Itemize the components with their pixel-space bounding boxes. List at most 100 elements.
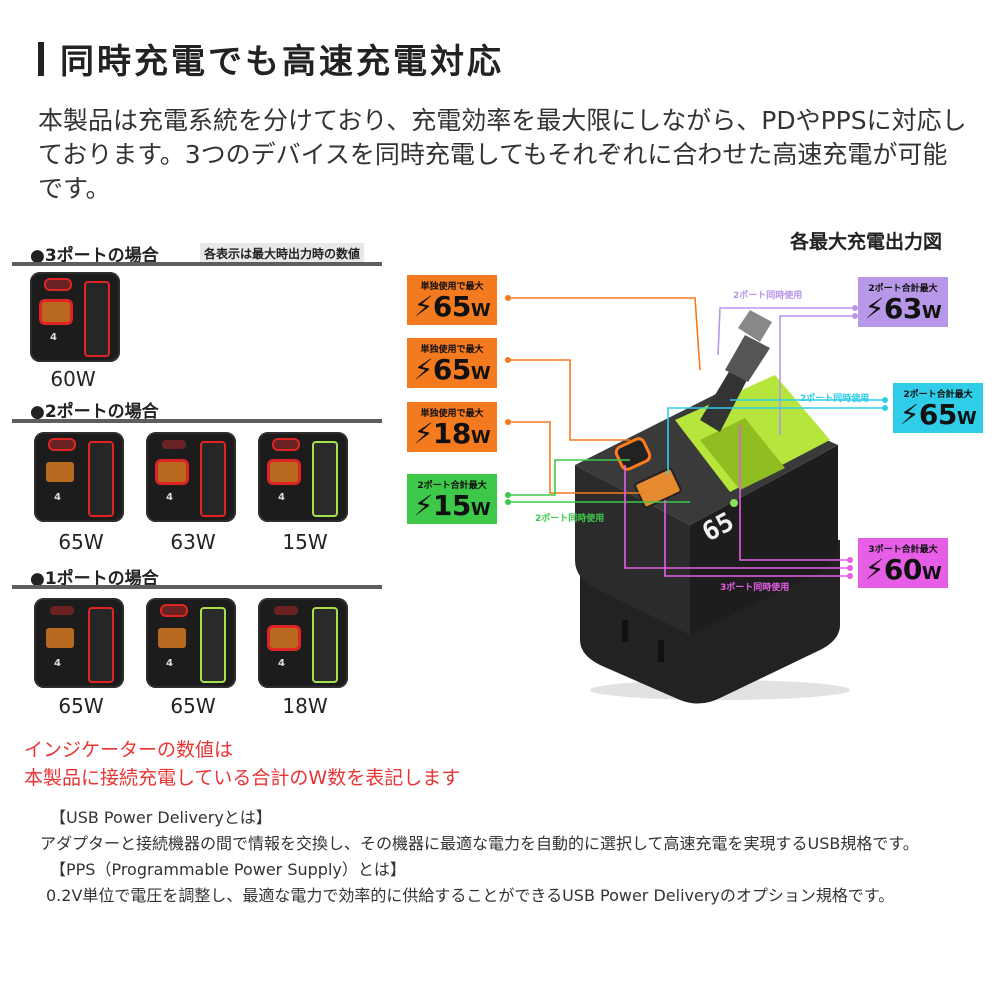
charger-tile-1port-18w: 4 [258,598,348,688]
charger-tile-2port-65w: 4 [34,432,124,522]
line-tag-cyan: 2ポート同時使用 [800,394,870,404]
plug-tip [738,310,772,342]
max-output-note: 各表示は最大時出力時の数値 [200,243,365,264]
indicator-note-line: 本製品に接続充電している合計のW数を表記します [24,767,461,789]
indicator-note: インジケーターの数値は 本製品に接続充電している合計のW数を表記します [24,736,460,792]
usb-a-port [270,462,298,482]
section-divider [12,585,382,589]
badge-unit: W [921,302,942,323]
plug-prong [658,640,664,662]
badge-single-usba: 単独使用で最大 ⚡18W [407,402,497,452]
watt-display: 4 [54,658,61,669]
watt-display: 4 [278,492,285,503]
charger-tile-1port-65w-c: 4 [146,598,236,688]
intro-paragraph: 本製品は充電系統を分けており、充電効率を最大限にしながら、PDやPPSに対応して… [38,106,967,203]
usb-c-port [274,440,298,449]
cable-slot [312,607,338,683]
charger-tile-3port: 4 [30,272,120,362]
badge-caption: 2ポート合計最大 [903,390,973,400]
usb-a-port [42,302,70,322]
usb-c-port [162,440,186,449]
badge-unit: W [956,408,977,429]
section-divider [12,262,382,266]
watt-label: 18W [282,694,328,718]
badge-caption: 単独使用で最大 [420,345,484,355]
badge-caption: 3ポート合計最大 [868,545,938,555]
usb-a-port [634,467,682,509]
badge-single-slot: 単独使用で最大 ⚡65W [407,338,497,388]
badge-value: ⚡65W [413,290,491,323]
watt-display: 4 [278,658,285,669]
glossary-heading-usbpd: 【USB Power Deliveryとは】 [50,808,272,827]
body-right-face [690,445,838,635]
badge-unit: W [921,563,942,584]
badge-caption: 単独使用で最大 [420,409,484,419]
badge-number: 65 [432,290,471,323]
glossary-heading-pps: 【PPS（Programmable Power Supply）とは】 [50,860,406,879]
charger-tile-2port-63w: 4 [146,432,236,522]
badge-value: ⚡60W [864,553,942,586]
plug-head [725,335,770,382]
title-accent-bar [38,42,44,76]
usb-c-port [50,606,74,615]
line-tag-purple: 2ポート同時使用 [733,291,803,301]
glossary-text-usbpd: アダプターと接続機器の間で情報を交換し、その機器に最適な電力を自動的に選択して高… [40,834,919,853]
glossary-text-pps: 0.2V単位で電圧を調整し、最適な電力で効率的に供給することができるUSB Po… [46,886,895,905]
orange-connectors [508,297,701,494]
watt-display: 4 [166,492,173,503]
glossary: 【USB Power Deliveryとは】 アダプターと接続機器の間で情報を交… [40,805,960,909]
cable-slot [312,441,338,517]
badge-number: 65 [918,398,957,431]
badge-single-usbc: 単独使用で最大 ⚡65W [407,275,497,325]
plug-body [700,370,748,432]
led-dot [730,499,738,507]
watt-display: 4 [54,492,61,503]
badge-unit: W [470,300,491,321]
watt-display: 4 [166,658,173,669]
badge-caption: 2ポート合計最大 [868,284,938,294]
charger-tile-1port-65w-slot: 4 [34,598,124,688]
badge-number: 65 [432,353,471,386]
badge-caption: 単独使用で最大 [420,282,484,292]
charger-tile-2port-15w: 4 [258,432,348,522]
cyan-connectors [667,399,885,475]
usb-c-port [50,440,74,449]
watt-label: 63W [170,530,216,554]
cable-slot [84,281,110,357]
badge-dual-green: 2ポート合計最大 ⚡15W [407,474,497,524]
watt-label: 65W [58,694,104,718]
purple-dots [852,305,858,319]
usb-a-port [158,462,186,482]
slot-inner [700,418,785,490]
watt-label: 15W [282,530,328,554]
badge-value: ⚡18W [413,417,491,450]
plug-prong [622,620,628,642]
usb-a-port [270,628,298,648]
section-divider [12,419,382,423]
cable-slot [88,441,114,517]
body-left-face [575,465,690,635]
line-tag-green: 2ポート同時使用 [535,514,605,524]
usb-c-port [162,606,186,615]
cable-slot [200,441,226,517]
usb-a-port [46,628,74,648]
charger-illustration: 65 [505,295,888,704]
orange-dots [505,295,511,425]
green-dots [505,492,511,505]
badge-unit: W [470,499,491,520]
watt-label: 60W [50,367,96,391]
badge-number: 63 [883,292,922,325]
usb-c-port [46,280,70,289]
diagram-title: 各最大充電出力図 [790,231,943,253]
badge-value: ⚡15W [413,489,491,522]
page-title: 同時充電でも高速充電対応 [60,42,504,82]
section-label-1port: ●1ポートの場合 [30,569,159,589]
line-tag-magenta: 3ポート同時使用 [720,583,790,593]
badge-dual-purple: 2ポート合計最大 ⚡63W [858,277,948,327]
cable-slot [88,607,114,683]
watt-label: 65W [170,694,216,718]
badge-number: 60 [883,553,922,586]
green-connectors [508,459,690,503]
badge-value: ⚡65W [899,398,977,431]
purple-connectors [717,307,855,435]
